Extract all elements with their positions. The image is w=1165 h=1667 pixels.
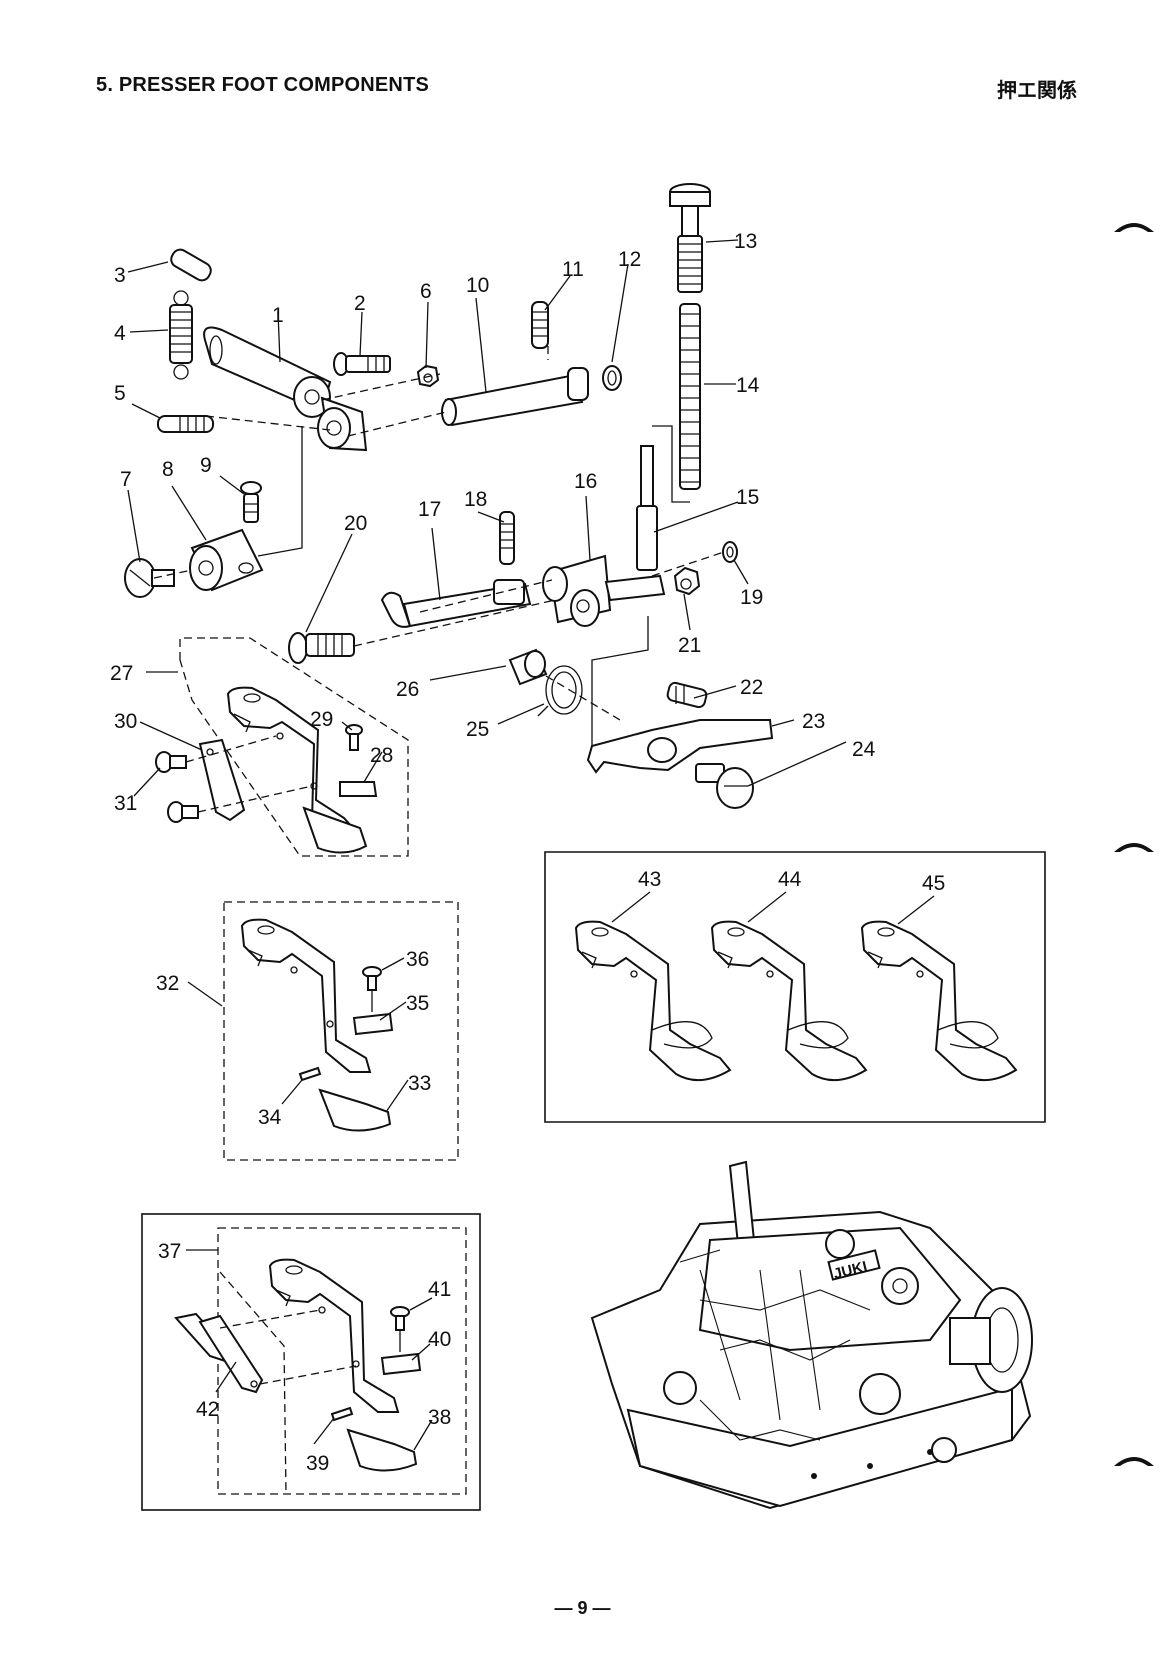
callout-41: 41 — [428, 1278, 451, 1301]
callout-17: 17 — [418, 498, 441, 521]
callout-5: 5 — [114, 382, 126, 405]
callout-29: 29 — [310, 708, 333, 731]
callout-16: 16 — [574, 470, 597, 493]
part-43-presser-foot — [576, 922, 730, 1081]
callout-6: 6 — [420, 280, 432, 303]
callout-28: 28 — [370, 744, 393, 767]
callout-30: 30 — [114, 710, 137, 733]
part-3-stud — [168, 247, 213, 284]
part-24-screw — [696, 764, 753, 808]
callout-43: 43 — [638, 868, 661, 891]
callout-22: 22 — [740, 676, 763, 699]
part-23-lever — [588, 720, 772, 772]
part-32-presser-foot-assembly — [188, 902, 458, 1160]
part-13-adjusting-screw — [670, 184, 710, 292]
callout-19: 19 — [740, 586, 763, 609]
callout-9: 9 — [200, 454, 212, 477]
part-27-presser-foot-group — [134, 638, 408, 856]
callout-27: 27 — [110, 662, 133, 685]
page-number: — 9 — — [0, 1598, 1165, 1619]
callout-12: 12 — [618, 248, 641, 271]
callout-36: 36 — [406, 948, 429, 971]
part-8-clamp — [190, 530, 262, 590]
callout-37: 37 — [158, 1240, 181, 1263]
callout-8: 8 — [162, 458, 174, 481]
callout-26: 26 — [396, 678, 419, 701]
part-44-presser-foot — [712, 922, 866, 1081]
part-12-ring — [603, 366, 621, 390]
part-7-screw — [125, 559, 174, 597]
callout-44: 44 — [778, 868, 802, 891]
callout-32: 32 — [156, 972, 179, 995]
part-20-screw — [289, 633, 354, 663]
part-4-spring — [170, 291, 192, 379]
callout-14: 14 — [736, 374, 760, 397]
callout-40: 40 — [428, 1328, 451, 1351]
part-22-screw — [666, 682, 707, 709]
callout-18: 18 — [464, 488, 487, 511]
callout-45: 45 — [922, 872, 945, 895]
callout-20: 20 — [344, 512, 367, 535]
callout-10: 10 — [466, 274, 489, 297]
callout-2: 2 — [354, 292, 366, 315]
part-5-screw — [158, 416, 213, 432]
optional-presser-feet-43-45 — [545, 852, 1045, 1122]
part-10-shaft — [442, 368, 588, 425]
callout-24: 24 — [852, 738, 876, 761]
part-26-bushing — [510, 650, 546, 684]
callout-21: 21 — [678, 634, 701, 657]
page-edge-marks — [1114, 223, 1154, 1466]
callout-23: 23 — [802, 710, 825, 733]
callout-15: 15 — [736, 486, 759, 509]
callout-11: 11 — [562, 258, 584, 281]
part-17-shaft — [382, 580, 530, 627]
callout-25: 25 — [466, 718, 489, 741]
callout-33: 33 — [408, 1072, 431, 1095]
callout-13: 13 — [734, 230, 757, 253]
part-2-screw — [334, 353, 390, 375]
part-18-screw — [500, 512, 514, 564]
part-45-presser-foot — [862, 922, 1016, 1081]
part-15-guide-bar — [637, 446, 657, 570]
part-19-washer — [723, 542, 737, 562]
callout-34: 34 — [258, 1106, 282, 1129]
callout-31: 31 — [114, 792, 137, 815]
callout-1: 1 — [272, 304, 284, 327]
callout-38: 38 — [428, 1406, 451, 1429]
callout-4: 4 — [114, 322, 126, 345]
part-21-nut — [675, 568, 699, 594]
part-9-screw — [241, 482, 261, 522]
callout-7: 7 — [120, 468, 132, 491]
callout-3: 3 — [114, 264, 126, 287]
part-1-presser-arm — [204, 328, 366, 450]
part-14-spring — [680, 304, 700, 489]
callout-42: 42 — [196, 1398, 219, 1421]
juki-overlock-machine-illustration: JUKI — [592, 1162, 1032, 1508]
callout-39: 39 — [306, 1452, 329, 1475]
callout-35: 35 — [406, 992, 429, 1015]
